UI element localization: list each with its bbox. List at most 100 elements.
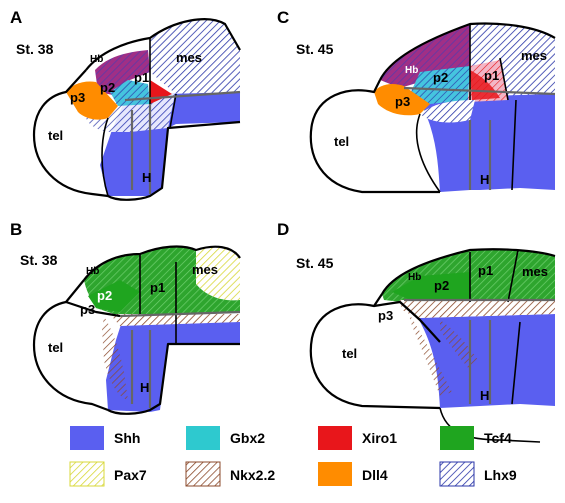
- ventral-outline: [107, 342, 240, 415]
- label-h: H: [142, 170, 151, 185]
- stage-label: St. 45: [296, 255, 334, 271]
- label-p1: p1: [484, 68, 499, 83]
- label-p3: p3: [80, 302, 95, 317]
- label-p2: p2: [433, 70, 448, 85]
- label-mes: mes: [522, 264, 548, 279]
- label-p1: p1: [150, 280, 165, 295]
- dorsal-outline: [83, 245, 241, 281]
- panel-a: A St. 38 Hb p2 p1 p3 mes tel H: [10, 8, 241, 201]
- tel-outline: [309, 79, 440, 194]
- label-p1: p1: [478, 263, 493, 278]
- legend-item-pax7: Pax7: [69, 461, 147, 487]
- prosomere-boundaries: [139, 254, 177, 344]
- gbx2-swatch: [186, 426, 220, 450]
- legend-label: Pax7: [114, 467, 147, 483]
- p3-boundary: [373, 300, 441, 343]
- legend-item-dll4: Dll4: [318, 462, 388, 486]
- legend-label: Shh: [114, 430, 140, 446]
- panel-letter: C: [277, 8, 289, 27]
- label-mes: mes: [192, 262, 218, 277]
- p3-boundary: [65, 300, 121, 318]
- label-tel: tel: [48, 128, 63, 143]
- panel-letter: B: [10, 220, 22, 239]
- label-p1: p1: [134, 70, 149, 85]
- label-hb: Hb: [408, 272, 421, 283]
- stage-label: St. 38: [16, 41, 54, 57]
- label-p2: p2: [97, 288, 112, 303]
- lhx9-basal-domain: [86, 94, 175, 132]
- xiro1-lhx9-domain: [380, 24, 470, 88]
- lhx9-swatch: [439, 461, 475, 487]
- nkx22-domain: [102, 316, 128, 400]
- shh-swatch: [70, 426, 104, 450]
- legend-label: Gbx2: [230, 430, 265, 446]
- legend-label: Dll4: [362, 467, 388, 483]
- prosomere-boundaries: [469, 249, 521, 405]
- panel-d: D St. 45 Hb p2 p1 p3 mes tel H: [277, 220, 556, 443]
- nkx22-stripe: [110, 314, 240, 326]
- legend-label: Tcf4: [484, 430, 512, 446]
- pax7-swatch: [69, 461, 105, 487]
- label-hb: Hb: [86, 266, 99, 277]
- tel-outline: [309, 293, 441, 410]
- label-p3: p3: [70, 90, 85, 105]
- panel-c: C St. 45 Hb p2 p1 p3 mes tel H: [277, 8, 556, 194]
- label-p3: p3: [378, 308, 393, 323]
- lhx9-basal-domain: [420, 100, 475, 123]
- tel-boundary: [415, 113, 441, 193]
- legend-item-nkx22: Nkx2.2: [185, 461, 275, 487]
- dll4-domain: [374, 84, 430, 116]
- label-tel: tel: [342, 346, 357, 361]
- label-p3: p3: [395, 94, 410, 109]
- panel-letter: A: [10, 8, 22, 27]
- label-h: H: [480, 388, 489, 403]
- label-hb: Hb: [90, 54, 103, 65]
- label-tel: tel: [48, 340, 63, 355]
- stage-label: St. 38: [20, 252, 58, 268]
- label-h: H: [140, 380, 149, 395]
- nkx22-stripe: [400, 300, 555, 318]
- tcf4-swatch: [440, 426, 474, 450]
- legend-item-gbx2: Gbx2: [186, 426, 265, 450]
- stage-label: St. 45: [296, 41, 334, 57]
- grey-boundaries: [403, 86, 556, 190]
- legend: Shh Gbx2 Xiro1 Tcf4 Pax7 Nkx2.2 Dll4 Lh: [69, 426, 517, 487]
- label-tel: tel: [334, 134, 349, 149]
- pax7-domain: [196, 246, 240, 301]
- legend-label: Xiro1: [362, 430, 397, 446]
- legend-item-tcf4: Tcf4: [440, 426, 512, 450]
- dll4-swatch: [318, 462, 352, 486]
- shh-domain: [106, 312, 240, 412]
- grey-boundaries: [119, 310, 241, 408]
- legend-label: Nkx2.2: [230, 467, 275, 483]
- label-mes: mes: [176, 50, 202, 65]
- panel-b: B St. 38 Hb p2 p1 p3 mes tel H: [10, 220, 241, 415]
- prosomere-boundaries: [149, 38, 177, 129]
- gbx2-domain: [410, 66, 470, 104]
- label-p2: p2: [434, 278, 449, 293]
- panel-letter: D: [277, 220, 289, 239]
- nkx22-swatch: [185, 461, 221, 487]
- tel-boundary: [101, 117, 109, 197]
- label-mes: mes: [521, 48, 547, 63]
- lhx9-mes-domain: [150, 19, 240, 94]
- dorsal-outline: [381, 248, 556, 295]
- tcf4-p2-core: [392, 272, 470, 304]
- label-p2: p2: [100, 80, 115, 95]
- xiro1-lhx9-domain: [95, 50, 150, 96]
- legend-item-shh: Shh: [70, 426, 140, 450]
- dorsal-outline: [85, 18, 241, 71]
- ventral-outline: [107, 120, 241, 201]
- tel-outline: [32, 69, 109, 198]
- tel-outline: [32, 279, 109, 412]
- dll4-domain: [66, 81, 118, 120]
- legend-item-xiro1: Xiro1: [318, 426, 397, 450]
- grey-boundaries: [124, 90, 241, 194]
- nkx22-basal: [440, 320, 478, 370]
- label-hb: Hb: [405, 65, 418, 76]
- xiro1-swatch: [318, 426, 352, 450]
- legend-label: Lhx9: [484, 467, 517, 483]
- grey-boundaries: [404, 298, 555, 404]
- label-h: H: [480, 172, 489, 187]
